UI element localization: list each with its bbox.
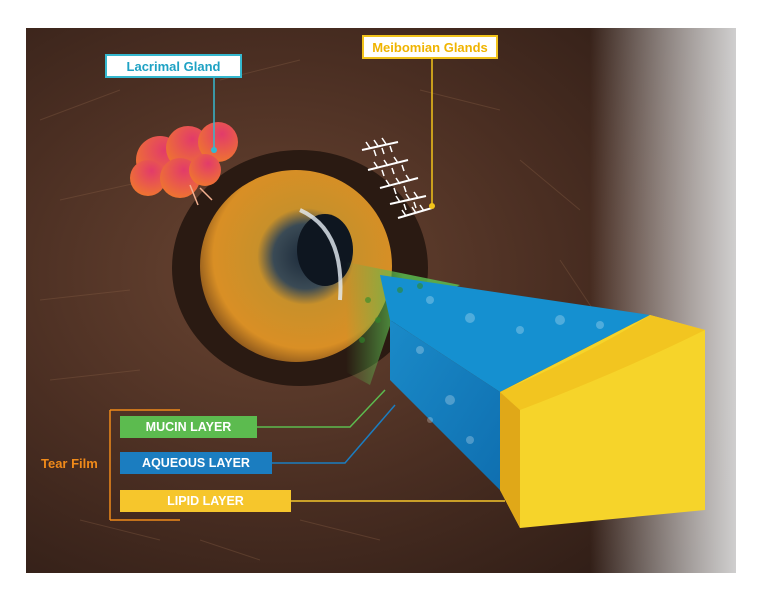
eye <box>172 150 428 386</box>
iris <box>200 170 392 362</box>
meibomian-glands <box>361 137 433 219</box>
pupil <box>297 214 353 286</box>
lipid-layer-top <box>500 315 705 410</box>
lacrimal-gland-label: Lacrimal Gland <box>105 54 242 78</box>
mucin-layer-label: MUCIN LAYER <box>120 416 257 438</box>
tear-film-label: Tear Film <box>41 456 98 471</box>
lipid-layer-label: LIPID LAYER <box>120 490 291 512</box>
lipid-layer-side <box>500 315 705 528</box>
aqueous-layer-front <box>390 320 500 490</box>
meibomian-glands-label: Meibomian Glands <box>362 35 498 59</box>
tear-film-section <box>346 262 705 528</box>
aqueous-layer-top <box>380 275 650 392</box>
connector-lines <box>109 59 505 521</box>
lipid-layer-front <box>500 392 520 528</box>
aqueous-layer-label: AQUEOUS LAYER <box>120 452 272 474</box>
lacrimal-gland <box>130 122 238 206</box>
